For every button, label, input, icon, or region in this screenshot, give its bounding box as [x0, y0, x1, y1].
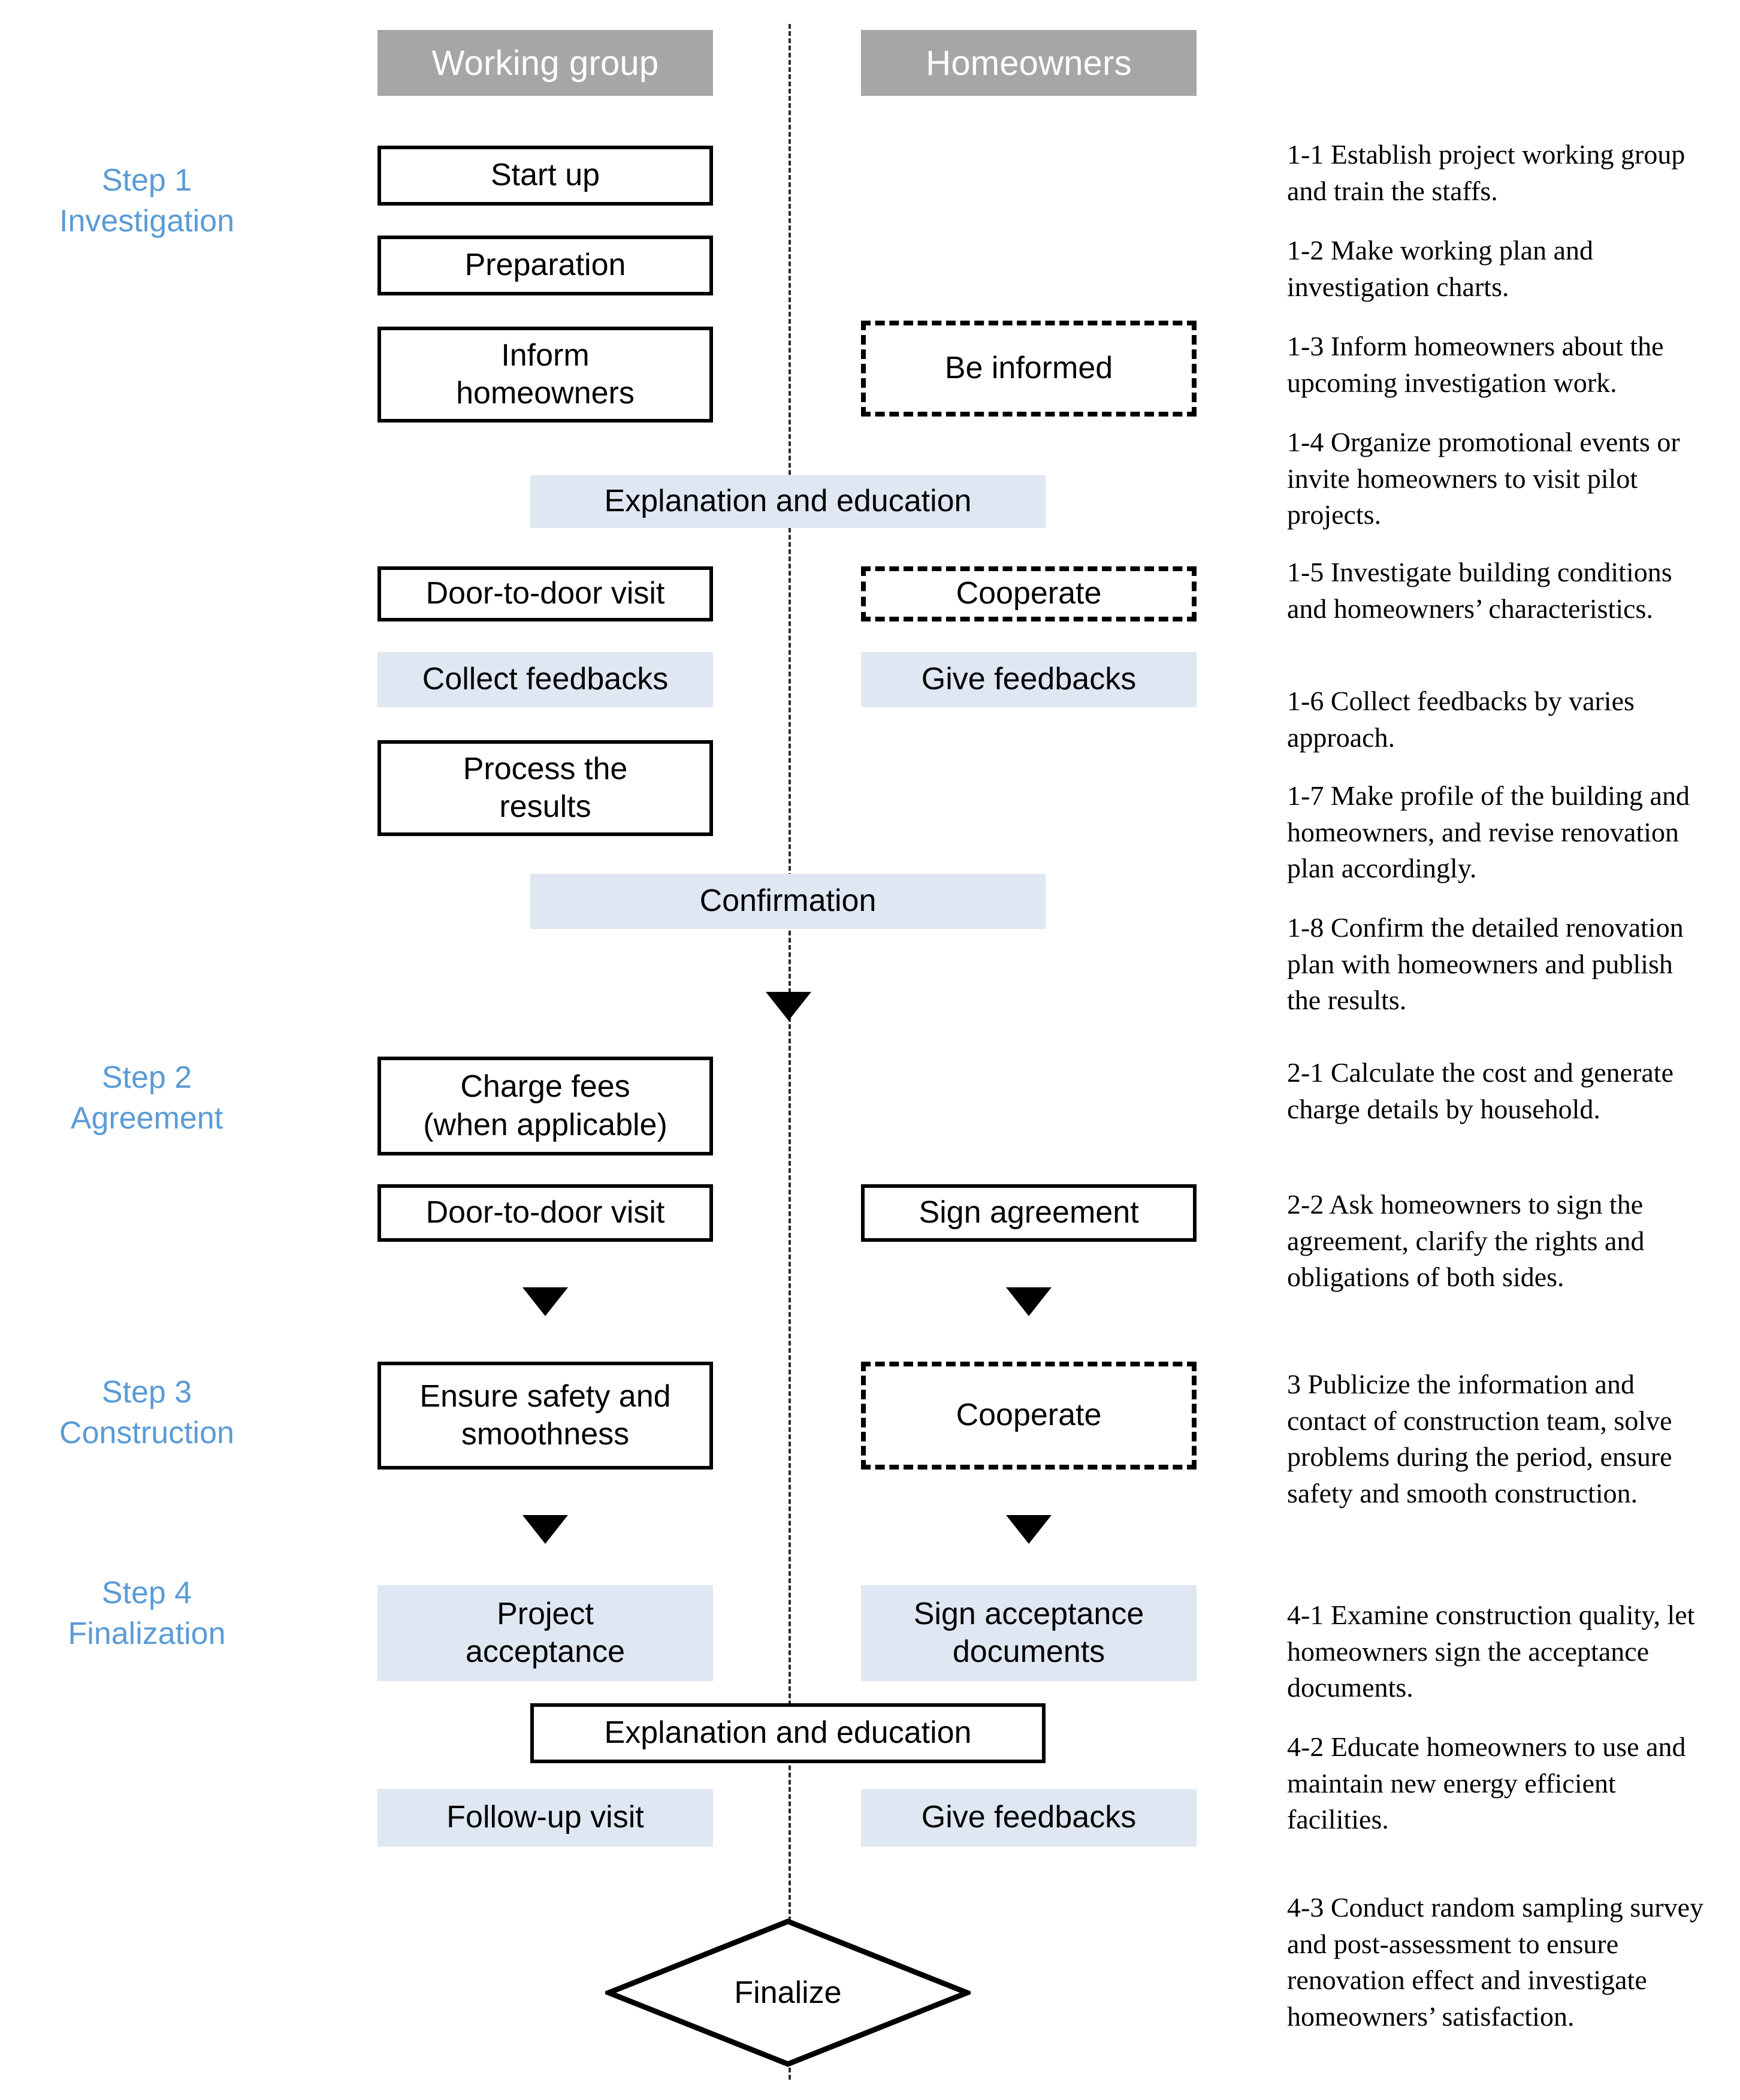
lane-header-working-group: Working group — [377, 30, 713, 96]
node-project-acceptance[interactable]: Project acceptance — [377, 1585, 713, 1681]
annotation-1-5: 1-5 Investigate building conditions and … — [1287, 557, 1672, 624]
node-charge-fees[interactable]: Charge fees (when applicable) — [377, 1057, 713, 1155]
node-explanation-and-education-1[interactable]: Explanation and education — [530, 475, 1046, 528]
node-cooperate-2[interactable]: Cooperate — [861, 1362, 1197, 1470]
arrow-homeowners-step2-to-step3-icon — [1006, 1287, 1052, 1316]
node-finalize[interactable]: Finalize — [605, 1918, 971, 2068]
lane-header-homeowners: Homeowners — [861, 30, 1197, 96]
arrow-working-group-step3-to-step4-icon — [522, 1515, 568, 1544]
annotation-1-7: 1-7 Make profile of the building and hom… — [1287, 780, 1690, 884]
annotation-1-8: 1-8 Confirm the detailed renovation plan… — [1287, 912, 1684, 1016]
node-be-informed[interactable]: Be informed — [861, 321, 1197, 417]
node-explanation-and-education-2[interactable]: Explanation and education — [530, 1703, 1046, 1763]
annotation-2-1: 2-1 Calculate the cost and generate char… — [1287, 1057, 1673, 1124]
arrow-homeowners-step3-to-step4-icon — [1006, 1515, 1052, 1544]
node-sign-agreement[interactable]: Sign agreement — [861, 1184, 1197, 1242]
node-cooperate-1[interactable]: Cooperate — [861, 566, 1197, 621]
annotation-3: 3 Publicize the information and contact … — [1287, 1369, 1672, 1509]
step-1-number: Step 1 — [101, 163, 192, 198]
node-door-to-door-visit-1[interactable]: Door-to-door visit — [377, 566, 713, 621]
annotation-4-2: 4-2 Educate homeowners to use and mainta… — [1287, 1731, 1686, 1835]
annotation-1-6: 1-6 Collect feedbacks by varies approach… — [1287, 686, 1635, 753]
node-preparation[interactable]: Preparation — [377, 236, 713, 295]
arrow-working-group-step2-to-step3-icon — [522, 1287, 568, 1316]
node-inform-homeowners[interactable]: Inform homeowners — [377, 327, 713, 423]
annotation-1-3: 1-3 Inform homeowners about the upcoming… — [1287, 331, 1664, 398]
annotation-4-1: 4-1 Examine construction quality, let ho… — [1287, 1600, 1695, 1703]
node-start-up[interactable]: Start up — [377, 146, 713, 206]
node-process-the-results[interactable]: Process the results — [377, 740, 713, 836]
node-confirmation[interactable]: Confirmation — [530, 874, 1046, 929]
step-1-name: Investigation — [59, 203, 234, 239]
step-label-1: Step 1 Investigation — [18, 161, 276, 242]
node-follow-up-visit[interactable]: Follow-up visit — [377, 1789, 713, 1846]
step-3-number: Step 3 — [101, 1375, 192, 1410]
step-label-2: Step 2 Agreement — [18, 1058, 276, 1139]
diamond-shape-icon — [605, 1918, 971, 2067]
step-label-4: Step 4 Finalization — [18, 1573, 276, 1654]
node-give-feedbacks-1[interactable]: Give feedbacks — [861, 652, 1197, 707]
node-give-feedbacks-2[interactable]: Give feedbacks — [861, 1789, 1197, 1846]
step-2-name: Agreement — [70, 1100, 223, 1136]
step-4-number: Step 4 — [101, 1576, 192, 1610]
node-finalize-label: Finalize — [734, 1975, 842, 2010]
arrow-step1-to-step2-icon — [766, 992, 811, 1021]
step-4-name: Finalization — [68, 1616, 226, 1651]
node-collect-feedbacks[interactable]: Collect feedbacks — [377, 652, 713, 707]
swimlane-separator — [789, 24, 791, 2080]
step-2-number: Step 2 — [101, 1060, 192, 1095]
annotation-1-4: 1-4 Organize promotional events or invit… — [1287, 427, 1680, 530]
node-sign-acceptance-documents[interactable]: Sign acceptance documents — [861, 1585, 1197, 1681]
annotation-1-1: 1-1 Establish project working group and … — [1287, 139, 1685, 206]
node-ensure-safety-and-smoothness[interactable]: Ensure safety and smoothness — [377, 1362, 713, 1470]
annotation-2-2: 2-2 Ask homeowners to sign the agreement… — [1287, 1189, 1645, 1293]
step-label-3: Step 3 Construction — [18, 1372, 276, 1453]
annotation-1-2: 1-2 Make working plan and investigation … — [1287, 235, 1593, 302]
annotation-4-3: 4-3 Conduct random sampling survey and p… — [1287, 1892, 1704, 2032]
node-door-to-door-visit-2[interactable]: Door-to-door visit — [377, 1184, 713, 1242]
step-3-name: Construction — [59, 1415, 234, 1450]
